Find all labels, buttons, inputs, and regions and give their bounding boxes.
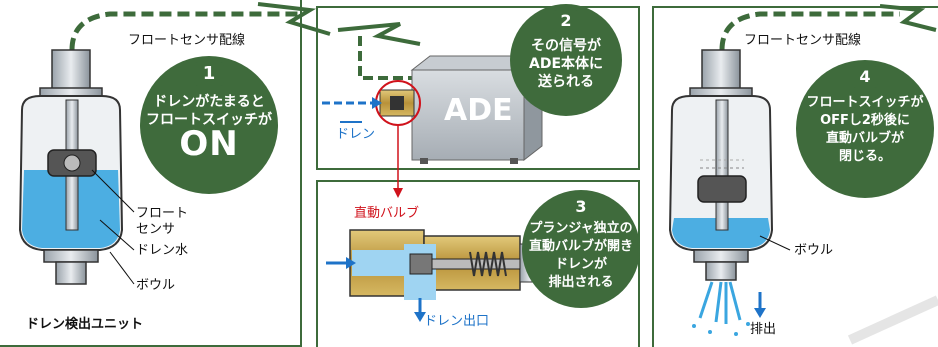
callout-bowl-4: ボウル — [794, 243, 834, 258]
step-1-line2: フロートスイッチが — [146, 112, 272, 128]
step-2-line2: ADE本体に — [528, 56, 604, 72]
signal-zigzag-4 — [879, 4, 937, 32]
callout-sensor: センサ — [136, 222, 176, 237]
direct-valve-section — [326, 229, 541, 322]
step-4-number: 4 — [852, 66, 878, 88]
step-3-bubble: 3 プランジャ独立の 直動バルブが開き ドレンが 排出される — [522, 190, 640, 308]
step-2-line1: その信号が — [531, 38, 601, 54]
step-1-number: 1 — [194, 62, 224, 86]
unit-title: ドレン検出ユニット — [26, 317, 144, 332]
callout-bowl-1: ボウル — [136, 278, 176, 293]
step-3-line3: ドレンが — [554, 257, 607, 272]
step-1-bubble: 1 ドレンがたまると フロートスイッチが ON — [140, 56, 278, 194]
step-3-number: 3 — [568, 196, 594, 218]
step-3-line1: プランジャ独立の — [529, 221, 633, 236]
step-2-line3: 送られる — [538, 74, 594, 90]
step-4-bubble: 4 フロートスイッチが OFFし2秒後に 直動バルブが 閉じる。 — [796, 60, 934, 198]
step-4-line2: OFFし2秒後に — [820, 113, 910, 128]
step-1-on: ON — [179, 124, 239, 164]
step-4-line4: 閉じる。 — [838, 149, 891, 164]
step-2-bubble: 2 その信号が ADE本体に 送られる — [510, 4, 622, 116]
ade-unit — [322, 22, 544, 198]
discharge-label: 排出 — [750, 322, 777, 337]
step-1-line1: ドレンがたまると — [153, 94, 265, 110]
step-4-line1: フロートスイッチが — [806, 95, 924, 110]
step-3-line4: 排出される — [548, 275, 614, 290]
wire-label-1: フロートセンサ配線 — [128, 33, 246, 48]
step-2-number: 2 — [553, 10, 579, 32]
inlet-label: ドレン — [336, 127, 376, 142]
outlet-label: ドレン出口 — [424, 314, 490, 329]
signal-zigzag-2 — [337, 22, 421, 46]
step-3-line2: 直動バルブが開き — [528, 239, 633, 254]
valve-label: 直動バルブ — [354, 206, 420, 221]
step-4-line3: 直動バルブが — [825, 131, 904, 146]
callout-drain-water: ドレン水 — [136, 243, 189, 258]
signal-zigzag-1 — [257, 2, 331, 36]
wire-label-4: フロートセンサ配線 — [744, 33, 862, 48]
callout-float: フロート — [136, 206, 189, 221]
bowl-unit-4 — [668, 4, 938, 345]
ade-unit-name: ADE — [444, 93, 513, 128]
bowl-unit-1 — [18, 2, 331, 285]
sensor-wire-dashed — [69, 11, 300, 51]
sensor-wire-4 — [719, 11, 900, 51]
sensor-wire-2 — [358, 36, 420, 80]
